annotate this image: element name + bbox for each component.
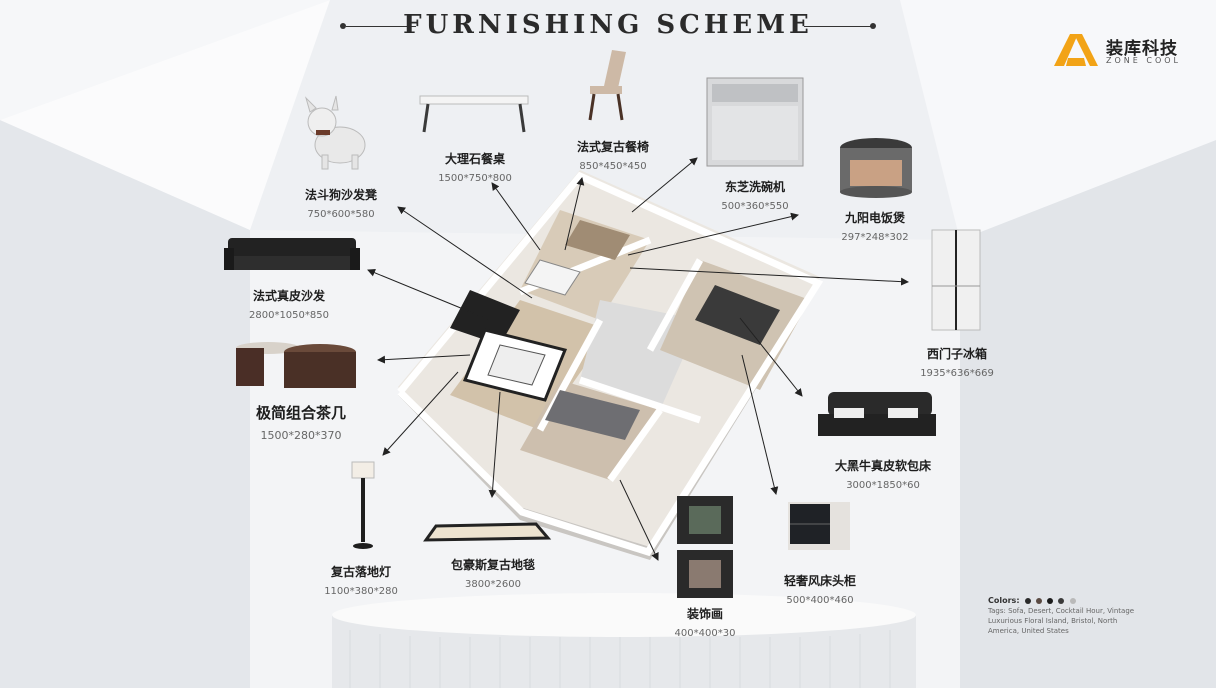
brand-name: 装库科技 [1106, 39, 1178, 59]
page-title: FURNISHING SCHEME [403, 10, 813, 40]
label-marble-table: 大理石餐桌 1500*750*800 [438, 152, 512, 184]
title-ornament-left [346, 26, 416, 27]
label-rice-cooker: 九阳电饭煲 297*248*302 [841, 211, 909, 243]
label-fridge: 西门子冰箱 1935*636*669 [920, 347, 994, 379]
swatch-3 [1047, 598, 1054, 604]
dog-stool-icon [304, 95, 366, 170]
dining-chair-icon [588, 50, 626, 121]
label-bed: 大黑牛真皮软包床 3000*1850*60 [834, 459, 931, 491]
floor-lamp-icon [351, 461, 375, 549]
nightstand-icon [788, 502, 850, 550]
brand-mark-icon [1054, 34, 1098, 66]
title-ornament-right [804, 26, 874, 27]
wall-art-icon [677, 496, 733, 598]
title-ornament-right-dot [870, 23, 876, 29]
dishwasher-icon [706, 77, 804, 167]
coffee-table-icon [236, 342, 356, 388]
label-rug: 包豪斯复古地毯 3800*2600 [450, 558, 535, 590]
marble-table-icon [419, 95, 529, 133]
label-dining-chair: 法式复古餐椅 850*450*450 [576, 140, 649, 172]
label-wall-art: 装饰画 400*400*30 [674, 607, 736, 639]
color-palette: Colors: Tags: Sofa, Desert, Cocktail Hou… [988, 596, 1138, 636]
sofa-icon [224, 238, 360, 270]
bed-icon [818, 392, 936, 436]
rug-icon [423, 522, 552, 542]
label-dog-stool: 法斗狗沙发凳 750*600*580 [304, 188, 377, 220]
swatch-1 [1024, 598, 1031, 604]
label-nightstand: 轻奢风床头柜 500*400*460 [783, 574, 856, 606]
title-ornament-left-dot [340, 23, 346, 29]
floor-plan [397, 170, 824, 560]
brand-logo: 装库科技 ZONE COOL [1054, 34, 1204, 70]
swatch-4 [1058, 598, 1065, 604]
palette-label: Colors: [988, 596, 1020, 605]
swatch-5 [1069, 598, 1076, 604]
fridge-icon [931, 229, 981, 331]
swatch-2 [1035, 598, 1042, 604]
pointer-arrows [367, 157, 909, 561]
label-floor-lamp: 复古落地灯 1100*380*280 [324, 565, 398, 597]
palette-note: Tags: Sofa, Desert, Cocktail Hour, Vinta… [988, 607, 1135, 635]
label-dishwasher: 东芝洗碗机 500*360*550 [721, 180, 789, 212]
label-coffee-table: 极简组合茶几 1500*280*370 [255, 404, 346, 442]
brand-subtitle: ZONE COOL [1106, 56, 1181, 65]
label-sofa: 法式真皮沙发 2800*1050*850 [249, 289, 329, 321]
rice-cooker-icon [840, 138, 912, 198]
